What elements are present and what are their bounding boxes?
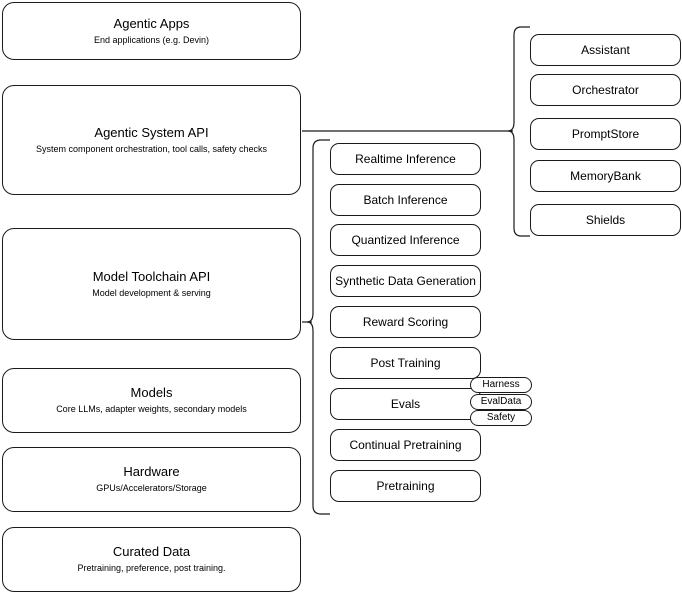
layer-title: Agentic Apps <box>113 15 190 31</box>
component-label: Pretraining <box>376 478 435 493</box>
layer-subtitle: End applications (e.g. Devin) <box>93 34 210 45</box>
toolchain-component-reward-scoring[interactable]: Reward Scoring <box>330 306 481 338</box>
layer-models[interactable]: Models Core LLMs, adapter weights, secon… <box>2 368 301 433</box>
evals-subcomponent-evaldata[interactable]: EvalData <box>470 394 532 410</box>
layer-title: Hardware <box>123 464 180 479</box>
layer-agentic-apps[interactable]: Agentic Apps End applications (e.g. Devi… <box>2 2 301 60</box>
toolchain-component-evals[interactable]: Evals <box>330 388 481 420</box>
layer-subtitle: System component orchestration, tool cal… <box>35 143 268 154</box>
component-label: Quantized Inference <box>351 232 460 247</box>
subcomponent-label: Harness <box>482 379 520 390</box>
component-label: MemoryBank <box>570 168 641 183</box>
component-label: Realtime Inference <box>355 151 456 166</box>
layer-subtitle: Pretraining, preference, post training. <box>77 563 226 573</box>
layer-curated-data[interactable]: Curated Data Pretraining, preference, po… <box>2 527 301 592</box>
component-label: Continual Pretraining <box>349 437 462 452</box>
layer-hardware[interactable]: Hardware GPUs/Accelerators/Storage <box>2 447 301 512</box>
evals-subcomponent-safety[interactable]: Safety <box>470 410 532 426</box>
toolchain-component-continual-pretraining[interactable]: Continual Pretraining <box>330 429 481 461</box>
agentic-component-memorybank[interactable]: MemoryBank <box>530 160 681 192</box>
toolchain-component-quantized-inference[interactable]: Quantized Inference <box>330 224 481 256</box>
layer-title: Model Toolchain API <box>92 268 211 284</box>
component-label: Assistant <box>581 42 630 57</box>
toolchain-component-realtime-inference[interactable]: Realtime Inference <box>330 143 481 175</box>
component-label: Synthetic Data Generation <box>335 273 476 288</box>
agentic-component-orchestrator[interactable]: Orchestrator <box>530 74 681 106</box>
layer-title: Curated Data <box>112 544 191 559</box>
layer-agentic-system-api[interactable]: Agentic System API System component orch… <box>2 85 301 195</box>
layer-model-toolchain-api[interactable]: Model Toolchain API Model development & … <box>2 228 301 340</box>
component-label: Evals <box>390 396 421 411</box>
component-label: PromptStore <box>571 126 640 141</box>
layer-subtitle: Model development & serving <box>92 287 211 298</box>
subcomponent-label: EvalData <box>480 396 522 407</box>
toolchain-component-pretraining[interactable]: Pretraining <box>330 470 481 502</box>
layer-title: Models <box>130 385 173 400</box>
component-label: Orchestrator <box>572 82 639 97</box>
agentic-component-shields[interactable]: Shields <box>530 204 681 236</box>
toolchain-component-batch-inference[interactable]: Batch Inference <box>330 184 481 216</box>
subcomponent-label: Safety <box>486 412 516 423</box>
toolchain-component-synthetic-data-generation[interactable]: Synthetic Data Generation <box>330 265 481 297</box>
brace-agentic-components <box>507 26 530 237</box>
brace-toolchain-components <box>306 139 330 515</box>
evals-subcomponent-harness[interactable]: Harness <box>470 377 532 393</box>
toolchain-component-post-training[interactable]: Post Training <box>330 347 481 379</box>
layer-subtitle: GPUs/Accelerators/Storage <box>96 483 207 493</box>
layer-title: Agentic System API <box>94 124 209 140</box>
component-label: Post Training <box>370 355 441 370</box>
agentic-component-assistant[interactable]: Assistant <box>530 34 681 66</box>
layer-subtitle: Core LLMs, adapter weights, secondary mo… <box>56 404 247 414</box>
component-label: Shields <box>585 212 626 227</box>
component-label: Batch Inference <box>363 192 448 207</box>
component-label: Reward Scoring <box>362 314 449 329</box>
agentic-component-promptstore[interactable]: PromptStore <box>530 118 681 150</box>
